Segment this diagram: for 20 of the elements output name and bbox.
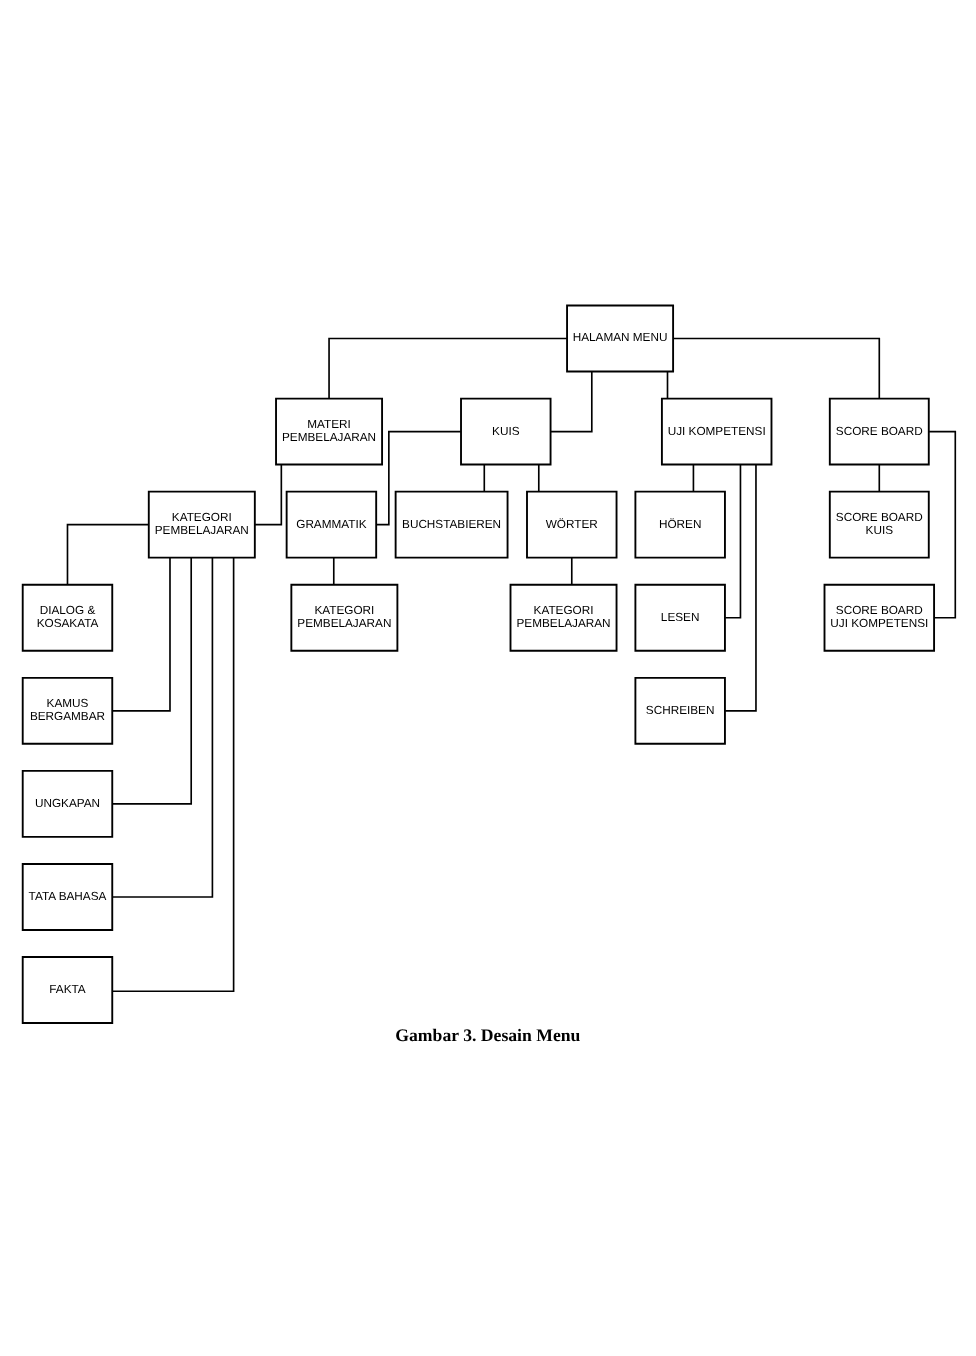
connector (569, 555, 572, 585)
connector (671, 336, 880, 399)
connector (331, 555, 334, 585)
caption: Gambar 3. Desain Menu (394, 1023, 580, 1044)
connector (110, 556, 234, 992)
connector (253, 462, 282, 525)
connector (110, 555, 213, 897)
connector (723, 462, 756, 711)
connector (723, 463, 741, 618)
connector (110, 556, 170, 711)
connector (549, 369, 592, 432)
connector (536, 462, 539, 492)
connector (691, 462, 694, 492)
connector (482, 462, 485, 492)
connector (665, 369, 668, 399)
connector (110, 555, 192, 804)
connector (877, 462, 880, 492)
connector (65, 522, 149, 585)
connector (374, 429, 461, 525)
connector (327, 336, 567, 399)
